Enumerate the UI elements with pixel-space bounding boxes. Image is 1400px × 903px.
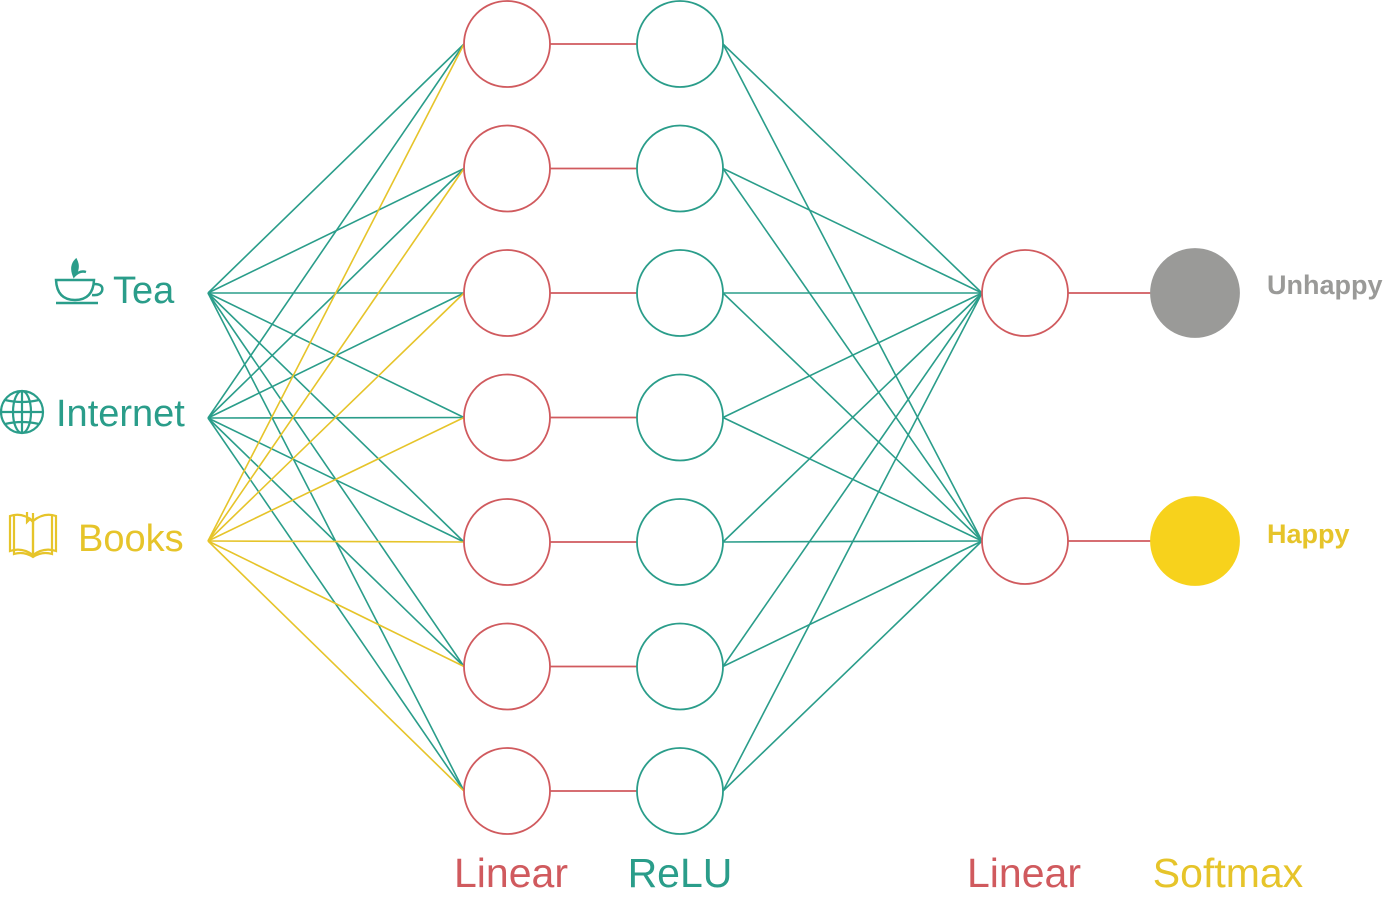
layer-label-softmax: Softmax (1153, 850, 1304, 896)
edge-input-2-linear-6 (207, 540, 465, 792)
edge-relu-5-output-0 (722, 292, 983, 667)
input-to-linear-edges (207, 43, 465, 792)
relu-node-1 (636, 124, 724, 213)
input-label-tea: Tea (113, 270, 175, 312)
output-label-unhappy: Unhappy (1267, 270, 1383, 300)
edge-relu-6-output-0 (722, 292, 983, 792)
edge-input-2-linear-3 (207, 416, 465, 542)
output-label-happy: Happy (1267, 519, 1350, 549)
layer-label-linear-output: Linear (967, 850, 1081, 896)
linear-node-0 (463, 0, 551, 88)
layer-label-relu: ReLU (628, 850, 733, 896)
relu-node-0 (636, 0, 724, 88)
output-to-softmax-edges (1068, 292, 1152, 542)
linear-node-2 (463, 249, 551, 337)
linear-node-4 (463, 498, 551, 586)
edge-input-2-linear-5 (207, 540, 465, 668)
relu-to-output-edges (722, 43, 983, 792)
linear-node-5 (463, 622, 551, 711)
linear-node-6 (463, 747, 551, 835)
relu-node-2 (636, 249, 724, 337)
output-linear-node-1 (981, 497, 1069, 585)
linear-node-3 (463, 373, 551, 462)
edge-input-0-linear-0 (207, 43, 465, 294)
linear-node-1 (463, 124, 551, 213)
softmax-node-unhappy (1150, 248, 1240, 338)
input-label-books: Books (78, 518, 184, 560)
edge-relu-5-output-1 (722, 540, 983, 668)
relu-node-3 (636, 373, 724, 462)
edge-input-2-linear-4 (207, 540, 465, 543)
edge-input-1-linear-0 (207, 43, 465, 419)
relu-node-6 (636, 747, 724, 835)
edge-relu-3-output-0 (722, 292, 983, 419)
relu-node-5 (636, 622, 724, 711)
edge-relu-6-output-1 (722, 540, 983, 792)
input-label-internet: Internet (56, 393, 185, 435)
layer-label-linear-hidden: Linear (454, 850, 568, 896)
book-icon (8, 512, 58, 559)
nodes-group (463, 0, 1240, 835)
teacup-icon (54, 257, 104, 305)
relu-node-4 (636, 498, 724, 586)
edge-relu-1-output-0 (722, 167, 983, 294)
globe-icon (0, 389, 45, 435)
edge-input-2-linear-0 (207, 43, 465, 542)
edge-input-2-linear-1 (207, 168, 465, 542)
output-linear-node-0 (981, 249, 1069, 337)
edge-input-2-linear-2 (207, 292, 465, 542)
softmax-node-happy (1150, 496, 1240, 586)
edge-relu-4-output-0 (722, 292, 983, 543)
linear-to-relu-edges (550, 43, 637, 792)
edge-relu-0-output-0 (722, 43, 983, 294)
